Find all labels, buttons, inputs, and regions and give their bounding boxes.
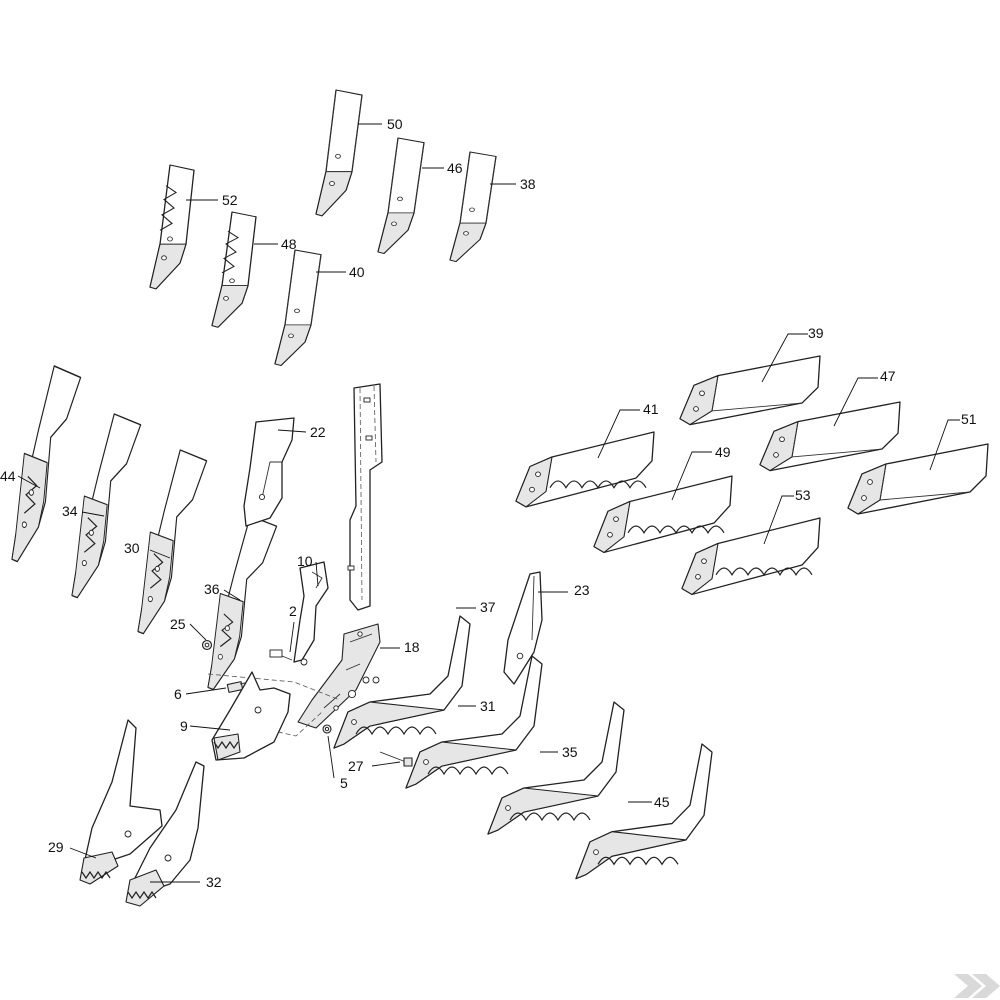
callout-36: 36 bbox=[204, 581, 220, 597]
part-45 bbox=[575, 743, 713, 880]
callout-51: 51 bbox=[961, 411, 977, 427]
part-52 bbox=[149, 164, 195, 290]
callout-35: 35 bbox=[562, 744, 578, 760]
part-46 bbox=[377, 137, 425, 255]
part-51 bbox=[847, 443, 989, 515]
callout-40: 40 bbox=[349, 264, 365, 280]
part-39 bbox=[679, 355, 821, 426]
callout-45: 45 bbox=[654, 794, 670, 810]
callout-18: 18 bbox=[404, 639, 420, 655]
part-40 bbox=[274, 249, 322, 367]
part-29 bbox=[79, 719, 163, 885]
callout-2: 2 bbox=[289, 603, 297, 619]
callout-48: 48 bbox=[281, 236, 297, 252]
part-18 bbox=[297, 623, 381, 729]
part-47 bbox=[759, 401, 901, 472]
callout-5: 5 bbox=[340, 775, 348, 791]
part-10 bbox=[293, 561, 329, 663]
part-36 bbox=[207, 515, 278, 691]
callout-49: 49 bbox=[715, 444, 731, 460]
callout-41: 41 bbox=[643, 401, 659, 417]
callout-30: 30 bbox=[124, 540, 140, 556]
callout-52: 52 bbox=[222, 192, 238, 208]
callout-46: 46 bbox=[447, 160, 463, 176]
callout-6: 6 bbox=[174, 686, 182, 702]
callout-29: 29 bbox=[48, 839, 64, 855]
part-41 bbox=[515, 431, 655, 508]
callout-34: 34 bbox=[62, 503, 78, 519]
callout-10: 10 bbox=[297, 553, 313, 569]
part-27 bbox=[379, 751, 413, 767]
part-31 bbox=[405, 655, 543, 789]
frame-strip bbox=[347, 383, 383, 611]
part-53 bbox=[681, 517, 821, 596]
part-30 bbox=[137, 449, 208, 635]
part-25 bbox=[201, 639, 213, 651]
part-32 bbox=[125, 761, 205, 907]
part-9 bbox=[211, 671, 291, 761]
double-chevron-logo-icon bbox=[954, 974, 1000, 998]
callout-9: 9 bbox=[180, 718, 188, 734]
callout-22: 22 bbox=[310, 424, 326, 440]
callout-53: 53 bbox=[795, 487, 811, 503]
callout-50: 50 bbox=[387, 116, 403, 132]
part-50 bbox=[315, 89, 363, 217]
callout-23: 23 bbox=[574, 582, 590, 598]
callout-25: 25 bbox=[170, 616, 186, 632]
callout-31: 31 bbox=[480, 698, 496, 714]
callout-27: 27 bbox=[348, 758, 364, 774]
part-44 bbox=[11, 365, 82, 563]
part-48 bbox=[211, 211, 257, 328]
part-22 bbox=[243, 417, 295, 527]
part-35 bbox=[487, 701, 625, 835]
part-2 bbox=[269, 649, 308, 666]
callout-38: 38 bbox=[520, 176, 536, 192]
callout-39: 39 bbox=[808, 325, 824, 341]
callout-labels: 50 46 38 52 48 40 39 47 41 51 49 53 44 2… bbox=[0, 116, 977, 890]
callout-37: 37 bbox=[480, 599, 496, 615]
part-5 bbox=[322, 724, 332, 734]
callout-32: 32 bbox=[206, 874, 222, 890]
callout-44: 44 bbox=[0, 468, 16, 484]
leader-lines bbox=[17, 123, 960, 883]
part-23 bbox=[503, 571, 543, 685]
part-34 bbox=[71, 413, 142, 599]
callout-47: 47 bbox=[880, 368, 896, 384]
